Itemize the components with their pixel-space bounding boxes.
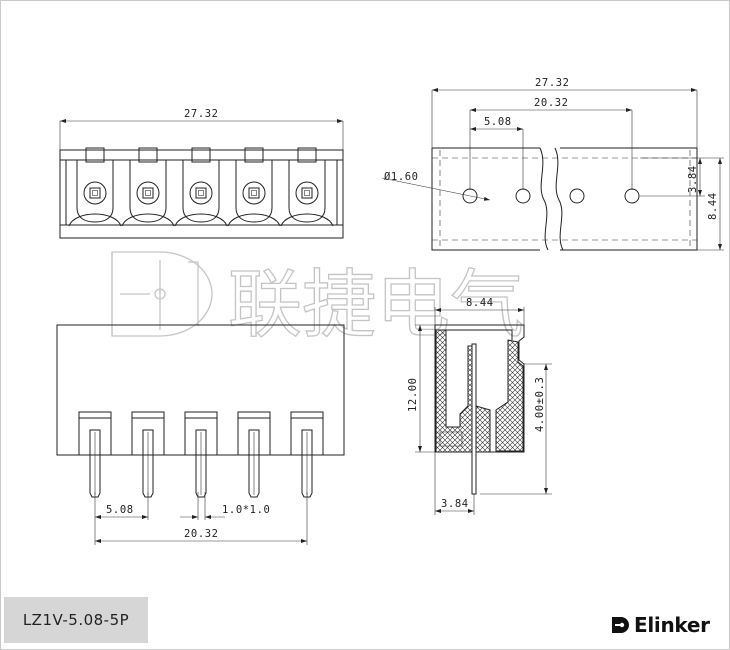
front-terminal-pocket bbox=[174, 147, 228, 227]
dim-hole-diameter: Ø1.60 bbox=[384, 171, 419, 183]
dim-pin-offset: 3.84 bbox=[441, 498, 469, 510]
dim-profile-height: 12.00 bbox=[407, 377, 419, 412]
dim-pin-length: 4.00±0.3 bbox=[534, 377, 546, 432]
front-terminal-pocket bbox=[227, 147, 281, 227]
elinker-logo-icon bbox=[612, 617, 629, 633]
bottom-pin bbox=[131, 411, 165, 498]
bottom-view: 5.08 1.0*1.0 20.32 bbox=[56, 324, 345, 545]
dim-side-row-offset: 3.84 bbox=[687, 165, 699, 193]
watermark: 联捷电气 bbox=[111, 251, 525, 349]
bottom-pin bbox=[184, 411, 218, 498]
dim-side-span: 20.32 bbox=[534, 97, 569, 109]
bottom-pin bbox=[237, 411, 271, 498]
dim-pin-size: 1.0*1.0 bbox=[222, 504, 270, 516]
front-terminal-pocket bbox=[121, 147, 175, 227]
model-label: LZ1V-5.08-5P bbox=[4, 597, 148, 643]
front-terminal-pocket bbox=[68, 147, 122, 227]
brand-logo: Elinker bbox=[610, 610, 710, 640]
dim-side-overall-width: 27.32 bbox=[535, 77, 570, 89]
brand-name: Elinker bbox=[634, 613, 710, 637]
dim-bottom-span: 20.32 bbox=[184, 528, 219, 540]
dim-profile-width: 8.44 bbox=[466, 297, 494, 309]
dim-bottom-pitch: 5.08 bbox=[106, 504, 134, 516]
profile-view: 8.44 12.00 4.00±0.3 3.84 bbox=[407, 297, 552, 515]
side-holes bbox=[462, 188, 640, 204]
dim-side-pitch: 5.08 bbox=[484, 116, 512, 128]
side-view: 27.32 20.32 5.08 Ø1.60 3.84 bbox=[381, 77, 724, 251]
dim-front-overall-width: 27.32 bbox=[184, 108, 219, 120]
front-view: 27.32 bbox=[59, 108, 344, 239]
dim-side-depth: 8.44 bbox=[707, 192, 719, 220]
bottom-pin bbox=[78, 411, 112, 498]
front-terminal-pocket bbox=[280, 147, 334, 227]
watermark-logo-icon bbox=[111, 251, 213, 337]
bottom-pin bbox=[290, 411, 324, 498]
watermark-text: 联捷电气 bbox=[228, 262, 524, 348]
